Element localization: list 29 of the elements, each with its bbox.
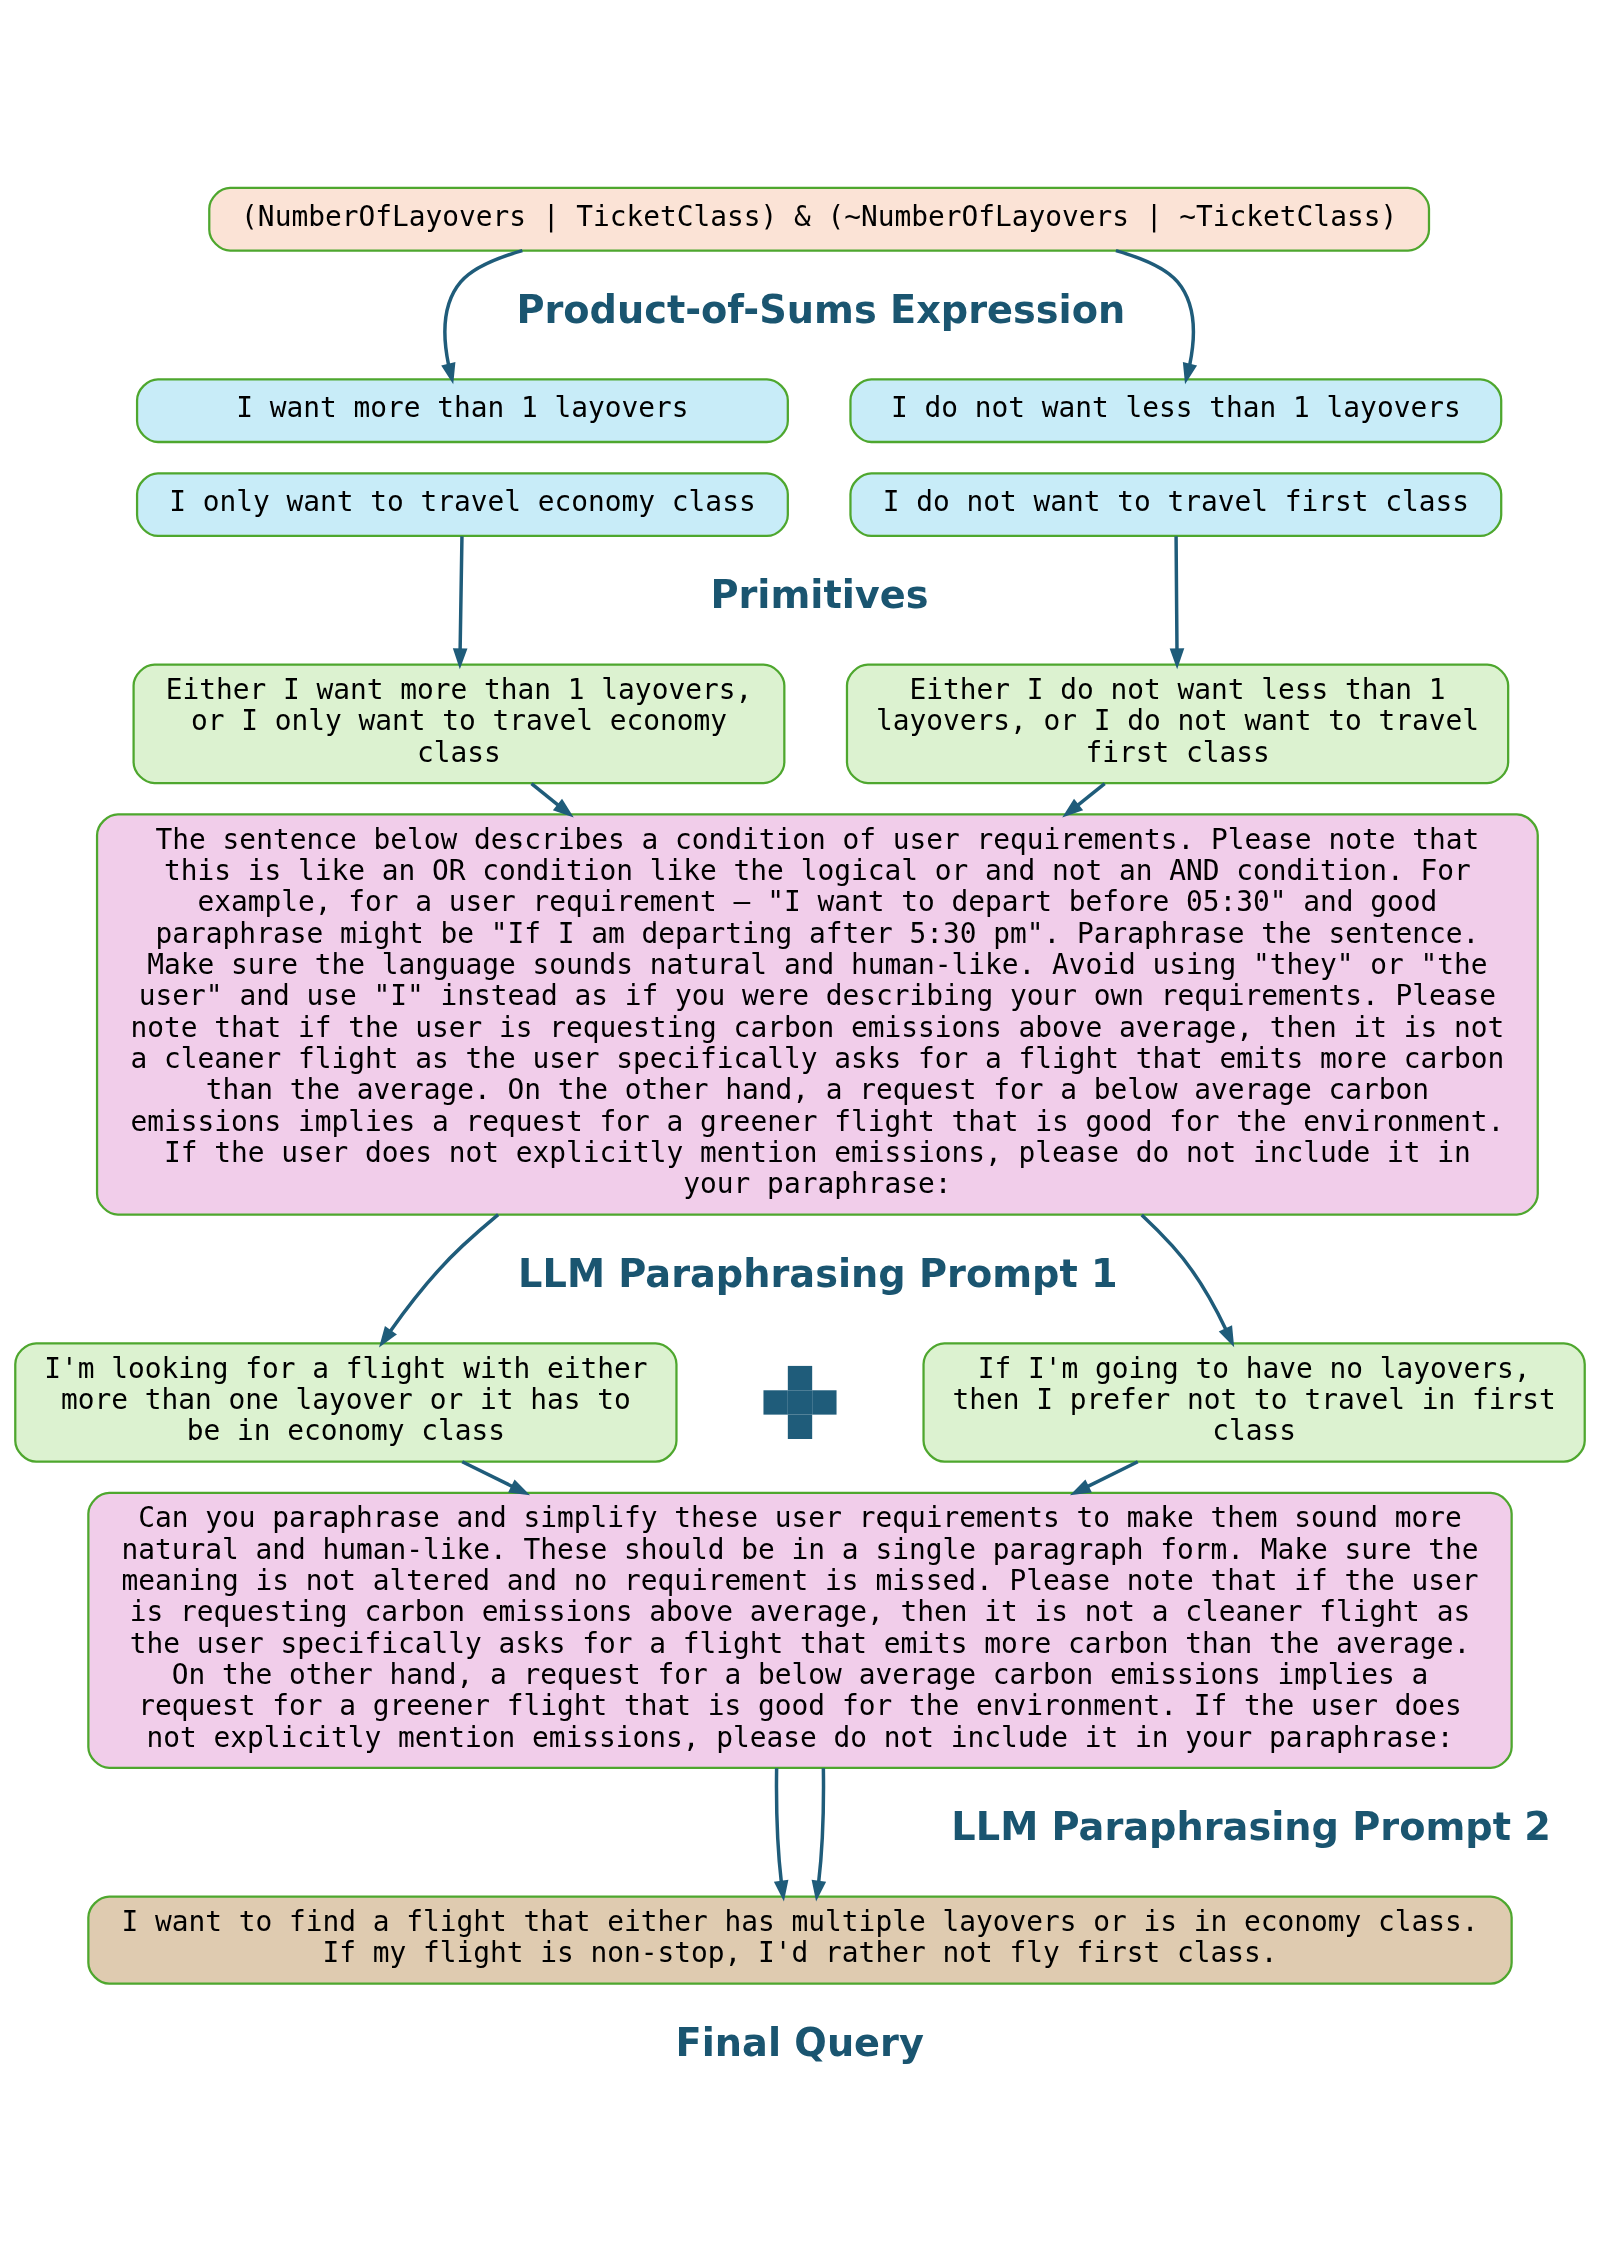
node-box: The sentence below describes a condition of user requirements. Please note that this is like an OR condition like the logical or and not an AND condition. For example, for a user requirement – "I want to depart before 05:30" and good paraphrase might be "If I am departing after 5:30 pm". Paraphrase the sentence. Make sure the language sounds natural and human-like. Avoid using "they" or "the user" and use "I" instead as if you were describing your own requirements. Please note that if the user is requesting carbon emissions above average, then it is not a cleaner flight as the user specifically asks for a flight that emits more carbon than the average. On the other hand, a request for a below average carbon emissions implies a request for a greener flight that is good for the environment. If the user does not explicitly mention emissions, please do not include it in your paraphrase: <box>95 812 1539 1216</box>
node-box: Either I want more than 1 layovers, or I only want to travel economy class <box>132 663 786 784</box>
arrow <box>452 535 468 669</box>
arrow <box>1169 535 1185 669</box>
arrow <box>1069 1459 1139 1495</box>
arrow <box>773 1767 789 1901</box>
node-box: I only want to travel economy class <box>135 471 789 537</box>
node-box: Either I do not want less than 1 layovers, or I do not want to travel first class <box>845 663 1510 784</box>
node-box: I do not want to travel first class <box>849 471 1503 537</box>
arrow <box>1062 781 1106 818</box>
node-box: I want more than 1 layovers <box>135 377 789 443</box>
node-box: (NumberOfLayovers | TicketClass) & (~NumberOfLayovers | ~TicketClass) <box>208 186 1431 252</box>
arrow <box>441 248 523 384</box>
arrow <box>461 1459 531 1495</box>
label: Primitives <box>710 571 929 617</box>
label: LLM Paraphrasing Prompt 1 <box>518 1250 1118 1296</box>
label: Product-of-Sums Expression <box>516 286 1126 332</box>
arrow <box>1115 248 1198 384</box>
arrow <box>811 1767 827 1901</box>
arrow <box>530 781 574 818</box>
node-box: I do not want less than 1 layovers <box>849 377 1503 443</box>
arrow <box>379 1212 500 1347</box>
node-box: I want to find a flight that either has multiple layovers or is in economy class. If my flight is non-stop, I'd rather not fly first class. <box>87 1894 1513 1985</box>
node-box: If I'm going to have no layovers, then I prefer not to travel in first class <box>922 1341 1586 1463</box>
node-box: I'm looking for a flight with either more than one layover or it has to be in economy class <box>14 1341 678 1463</box>
label: LLM Paraphrasing Prompt 2 <box>951 1803 1551 1849</box>
label: Final Query <box>675 2019 924 2065</box>
node-box: Can you paraphrase and simplify these user requirements to make them sound more natural and human-like. These should be in a single paragraph form. Make sure the meaning is not altered and no requirement is missed. Please note that if the user is requesting carbon emissions above average, then it is not a cleaner flight as the user specifically asks for a flight that emits more carbon than the average. On the other hand, a request for a below average carbon emissions implies a request for a greener flight that is good for the environment. If the user does not explicitly mention emissions, please do not include it in your paraphrase: <box>87 1491 1513 1769</box>
arrow <box>1140 1213 1235 1347</box>
